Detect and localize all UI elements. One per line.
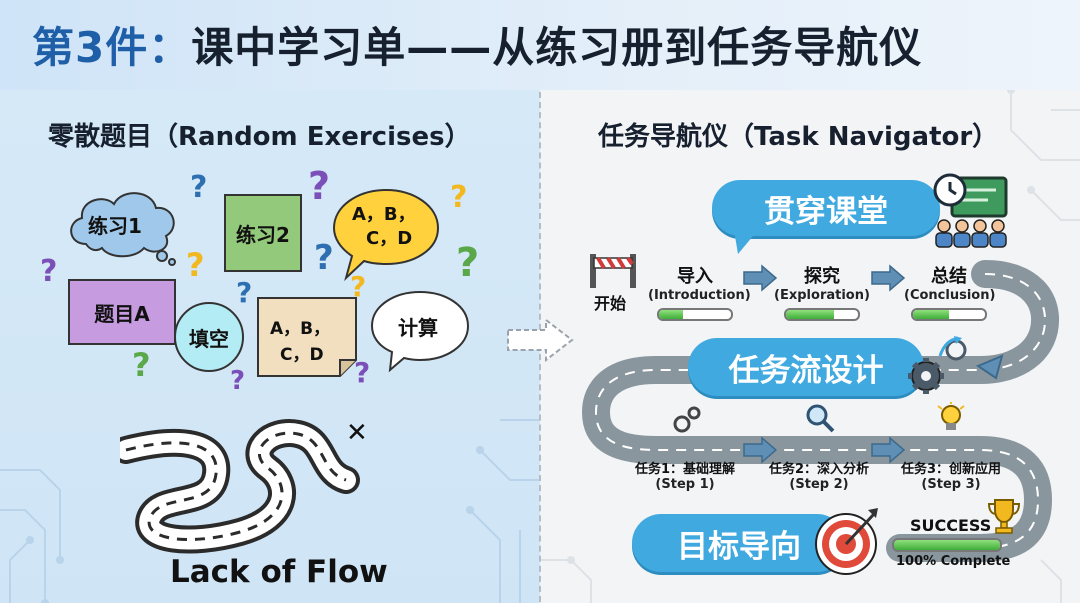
question-mark: ? (350, 270, 367, 303)
gear-small-icon (673, 406, 701, 433)
pill-goal-oriented: 目标导向 (632, 514, 846, 572)
yellow-bubble (332, 188, 440, 282)
target-icon (815, 508, 878, 575)
beige-note (257, 297, 357, 377)
task-en: (Step 3) (921, 477, 981, 492)
lack-of-flow-label: Lack of Flow (170, 554, 388, 590)
classroom-icon (933, 173, 1008, 248)
cloud-shape (70, 192, 176, 266)
phase-en: (Introduction) (648, 288, 751, 303)
circuit-decoration (0, 419, 540, 603)
question-mark: ? (314, 238, 334, 278)
question-mark: ? (40, 254, 58, 289)
lightbulb-icon (937, 402, 965, 430)
question-mark: ? (308, 164, 331, 208)
arrow-right-icon (743, 436, 778, 464)
start-label: 开始 (594, 294, 627, 313)
title-prefix: 第3件： (32, 23, 192, 72)
start-gate-icon (590, 254, 636, 288)
transition-arrow-icon (507, 318, 574, 362)
left-heading: 零散题目（Random Exercises） (48, 122, 471, 152)
phase-cn: 总结 (931, 266, 967, 287)
question-mark: ? (450, 180, 468, 215)
phase-introduction: 导入 (Introduction) (648, 262, 751, 321)
winding-road (120, 419, 360, 554)
pill-through-class-label: 贯穿课堂 (764, 193, 888, 230)
page-title: 第3件：课中学习单——从练习册到任务导航仪 (32, 14, 922, 75)
note-topic-a: 题目A (68, 279, 176, 345)
fill-blank-circle: 填空 (174, 302, 244, 372)
question-mark: ? (230, 366, 246, 396)
cloud-label: 练习1 (88, 214, 142, 238)
pill-goal-oriented-label: 目标导向 (677, 528, 801, 565)
yellow-bubble-line1: A，B， (352, 204, 416, 225)
yellow-bubble-line2: C，D (366, 228, 413, 249)
note-exercise-2: 练习2 (224, 194, 302, 272)
phase-cn: 导入 (677, 266, 713, 287)
arrow-right-icon (871, 436, 906, 464)
arrow-right-icon (871, 264, 906, 292)
title-main: 课中学习单——从练习册到任务导航仪 (191, 23, 923, 72)
white-bubble-label: 计算 (398, 316, 438, 340)
pill-tail (734, 230, 758, 254)
task-cn: 任务3：创新应用 (900, 462, 1002, 477)
beige-note-line1: A，B， (270, 319, 331, 339)
gears-icon (908, 336, 967, 394)
phase-cn: 探究 (804, 266, 840, 287)
phase-progress (784, 308, 860, 321)
pill-task-flow-label: 任务流设计 (728, 352, 884, 389)
complete-label: 100% Complete (896, 554, 1011, 569)
task-cn: 任务1：基础理解 (634, 462, 736, 477)
task-step-3: 任务3：创新应用 (Step 3) (892, 458, 1010, 492)
note-topic-a-label: 题目A (94, 301, 150, 326)
task-step-1: 任务1：基础理解 (Step 1) (626, 458, 744, 492)
question-mark: ? (456, 240, 480, 286)
task-en: (Step 1) (655, 477, 715, 492)
arrow-right-icon (743, 264, 778, 292)
pill-task-flow: 任务流设计 (688, 338, 924, 396)
white-bubble (370, 290, 470, 373)
magnifier-icon (806, 404, 835, 433)
title-bar (0, 0, 1080, 90)
trophy-icon (987, 499, 1021, 534)
beige-note-line2: C，D (280, 345, 324, 365)
note-exercise-2-label: 练习2 (236, 222, 290, 247)
phase-exploration: 探究 (Exploration) (774, 262, 870, 321)
fill-blank-label: 填空 (189, 326, 229, 351)
phase-en: (Exploration) (774, 288, 870, 303)
complete-progress (892, 538, 1002, 552)
question-mark: ? (354, 356, 371, 389)
cross-icon: ✕ (346, 418, 368, 448)
success-label: SUCCESS (910, 516, 992, 535)
phase-conclusion: 总结 (Conclusion) (904, 262, 996, 321)
question-mark: ? (190, 170, 208, 205)
task-road (581, 260, 1059, 562)
phase-progress (657, 308, 733, 321)
pill-through-class: 贯穿课堂 (712, 180, 940, 236)
phase-progress (911, 308, 987, 321)
question-mark: ? (132, 346, 151, 384)
task-en: (Step 2) (789, 477, 849, 492)
right-heading: 任务导航仪（Task Navigator） (598, 122, 999, 152)
question-mark: ? (236, 276, 253, 309)
task-step-2: 任务2：深入分析 (Step 2) (760, 458, 878, 492)
circuit-decoration-right (541, 90, 1080, 603)
question-mark: ? (186, 246, 205, 284)
phase-en: (Conclusion) (904, 288, 996, 303)
task-cn: 任务2：深入分析 (768, 462, 870, 477)
